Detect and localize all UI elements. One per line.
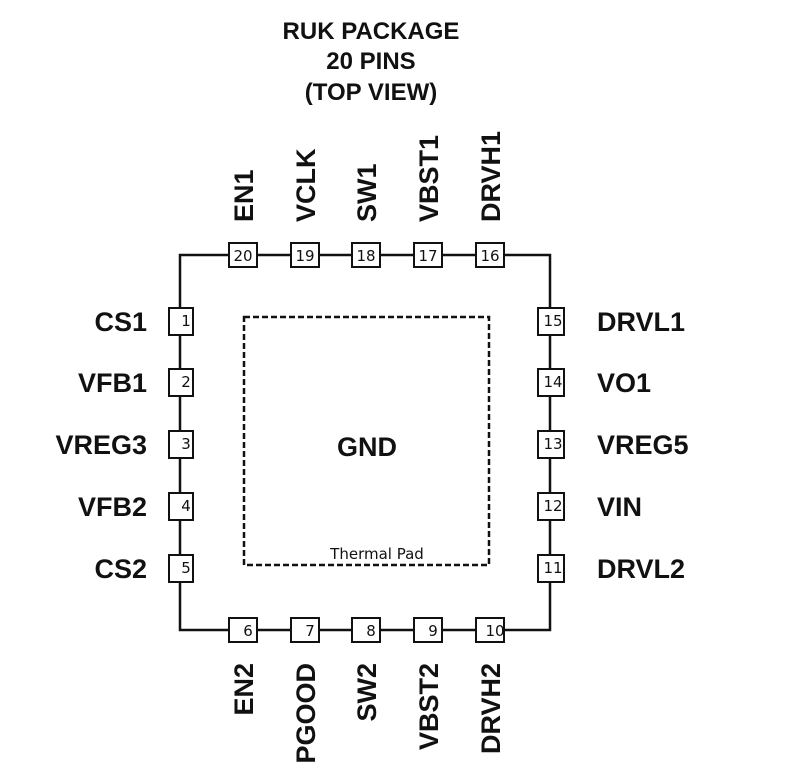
pin-16: 16 DRVH1 <box>475 131 506 268</box>
pin-4: 4 VFB2 <box>78 492 194 522</box>
pin-number: 15 <box>543 312 562 330</box>
top-pins: 20 EN1 19 VCLK 18 SW1 17 VBST1 16 DRVH1 <box>228 131 506 268</box>
pin-name: VFB2 <box>78 492 147 522</box>
title-line-3: (TOP VIEW) <box>305 79 437 106</box>
pin-box <box>168 307 194 336</box>
pin-number: 11 <box>543 559 562 577</box>
pin-box <box>168 492 194 521</box>
pin-name: EN2 <box>229 663 259 716</box>
pin-box <box>537 368 565 397</box>
pin-name: CS1 <box>94 307 147 337</box>
pin-12: 12 VIN <box>537 492 642 522</box>
pin-14: 14 VO1 <box>537 368 651 398</box>
pin-box <box>537 492 565 521</box>
pin-name: VFB1 <box>78 368 147 398</box>
pin-name: DRVL2 <box>597 554 685 584</box>
pin-box <box>413 617 443 643</box>
pin-number: 6 <box>243 622 253 640</box>
pin-box <box>537 554 565 583</box>
thermal-pad-label: Thermal Pad <box>329 545 424 563</box>
pin-name: SW2 <box>352 663 382 722</box>
title-line-1: RUK PACKAGE <box>283 18 460 45</box>
pin-name: DRVL1 <box>597 307 685 337</box>
pin-number: 7 <box>305 622 315 640</box>
pin-number: 9 <box>428 622 438 640</box>
pin-number: 18 <box>356 247 375 265</box>
pin-box <box>413 242 443 268</box>
thermal-pad <box>242 315 491 567</box>
pin-3: 3 VREG3 <box>55 430 194 460</box>
pin-box <box>475 617 505 643</box>
pin-name: PGOOD <box>291 663 321 764</box>
pin-name: CS2 <box>94 554 147 584</box>
pin-number: 17 <box>418 247 437 265</box>
pin-number: 13 <box>543 435 562 453</box>
pin-name: VREG5 <box>597 430 689 460</box>
title-line-2: 20 PINS <box>326 48 415 75</box>
pin-name: DRVH2 <box>476 663 506 754</box>
pin-number: 10 <box>485 622 504 640</box>
pin-name: VBST2 <box>414 663 444 750</box>
gnd-label: GND <box>337 432 397 462</box>
pin-5: 5 CS2 <box>94 554 194 584</box>
pin-number: 8 <box>366 622 376 640</box>
pin-1: 1 CS1 <box>94 307 194 337</box>
pin-number: 5 <box>181 559 191 577</box>
pin-box <box>475 242 505 268</box>
pin-15: 15 DRVL1 <box>537 307 685 337</box>
pin-number: 12 <box>543 497 562 515</box>
pin-19: 19 VCLK <box>290 148 321 268</box>
pin-number: 16 <box>480 247 499 265</box>
pin-name: SW1 <box>352 163 382 222</box>
pin-box <box>168 554 194 583</box>
left-pins: 1 CS1 2 VFB1 3 VREG3 4 VFB2 5 CS2 <box>55 307 194 584</box>
pin-box <box>290 617 320 643</box>
pin-11: 11 DRVL2 <box>537 554 685 584</box>
pin-box <box>168 368 194 397</box>
pin-18: 18 SW1 <box>351 163 382 268</box>
pin-number: 14 <box>543 373 562 391</box>
pin-number: 1 <box>181 312 191 330</box>
pin-box <box>168 430 194 459</box>
pin-number: 2 <box>181 373 191 391</box>
pin-name: DRVH1 <box>476 131 506 222</box>
pin-box <box>228 242 258 268</box>
pin-name: VO1 <box>597 368 651 398</box>
pin-17: 17 VBST1 <box>413 135 444 268</box>
pin-number: 3 <box>181 435 191 453</box>
pin-20: 20 EN1 <box>228 169 259 268</box>
pin-box <box>290 242 320 268</box>
pin-box <box>228 617 258 643</box>
pin-2: 2 VFB1 <box>78 368 194 398</box>
pin-13: 13 VREG5 <box>537 430 689 460</box>
pin-number: 20 <box>233 247 252 265</box>
pin-box <box>351 617 381 643</box>
pin-box <box>351 242 381 268</box>
pin-name: VBST1 <box>414 135 444 222</box>
pin-name: VIN <box>597 492 642 522</box>
pin-name: VREG3 <box>55 430 147 460</box>
pin-box <box>537 430 565 459</box>
pin-name: VCLK <box>291 148 321 222</box>
pin-box <box>537 307 565 336</box>
pin-number: 4 <box>181 497 191 515</box>
right-pins: 15 DRVL1 14 VO1 13 VREG5 12 VIN 11 DRVL2 <box>537 307 689 584</box>
pin-name: EN1 <box>229 169 259 222</box>
pin-number: 19 <box>295 247 314 265</box>
